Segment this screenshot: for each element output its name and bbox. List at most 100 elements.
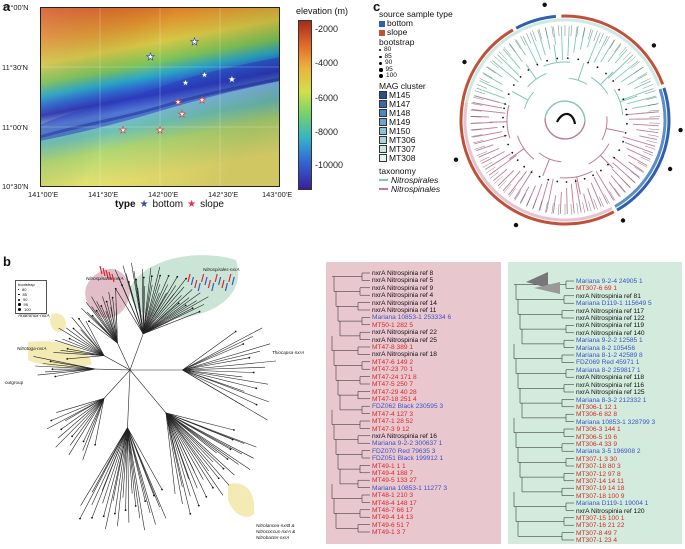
- bootstrap-dot: [112, 297, 114, 299]
- circ-branch: [473, 103, 503, 109]
- bootstrap-dot: [79, 518, 81, 520]
- leaf-label: Mariana 8-2 105456: [576, 345, 655, 352]
- leaf-label: Mariana 8-3-2 212332 1: [576, 397, 655, 404]
- circ-root-arc: [545, 101, 585, 122]
- circ-branch: [482, 152, 505, 164]
- leaf-label-mark: [635, 67, 644, 73]
- mag-swatch: [379, 145, 387, 153]
- bootstrap-dot: [135, 505, 137, 507]
- mag-ring: [465, 103, 612, 220]
- clade-stem: [104, 370, 130, 398]
- leaf-label-mark: [571, 25, 572, 36]
- branch: [84, 398, 105, 441]
- circ-branch: [477, 88, 505, 98]
- source-swatch-slope: [379, 30, 385, 36]
- map-legend-title: type: [115, 199, 136, 210]
- label-nitrospirales: Nitrospirales-nxrA: [203, 267, 240, 272]
- lat-tick-1: 12°00'N: [2, 3, 29, 12]
- taxonomy-line-nitrospirales: [379, 179, 388, 181]
- leaf-label: MT48-4 148 17: [372, 500, 451, 507]
- circ-branch: [476, 145, 493, 151]
- circ-branch: [632, 104, 658, 109]
- bootstrap-dot: [626, 114, 628, 116]
- leaf-label: MT47-8 389 1: [372, 344, 451, 351]
- leaf-label: Mariana 10853-1 253334 6: [372, 314, 451, 321]
- bottom-star-icon: ★: [140, 199, 149, 210]
- circ-branch: [498, 55, 520, 76]
- highlight-dot: [462, 60, 466, 64]
- leaf-label: nxrA Nitrospinia ref 140: [576, 330, 655, 337]
- slope-star-icon: ★: [187, 199, 196, 210]
- circ-internal-arc: [528, 74, 547, 87]
- bootstrap-dot: [143, 277, 145, 279]
- leaf-label-mark: [583, 202, 585, 213]
- bootstrap-dot: [547, 179, 549, 181]
- leaf-label: nxrA Nitrospinia ref 8: [372, 270, 451, 277]
- circ-branch: [611, 175, 625, 192]
- mag-label: MT308: [389, 154, 415, 163]
- leaf-label-mark: [558, 204, 559, 215]
- circ-branch: [554, 45, 557, 63]
- leaf-label: Mariana 8-1-2 42589 8: [576, 352, 655, 359]
- circ-branch: [509, 149, 524, 159]
- lat-tick-2: 11°30'N: [2, 63, 28, 72]
- leaf-label: nxrA Nitrospinia ref 120: [576, 508, 655, 515]
- leaf-label-mark: [577, 203, 579, 214]
- circ-branch: [503, 171, 520, 191]
- leaf-label: FDZ062 Black 230595 3: [372, 403, 451, 410]
- leaf-label: MT307-19 14 18: [576, 485, 655, 492]
- leaf-label: MT47-18 251 4: [372, 396, 451, 403]
- circ-branch: [543, 159, 550, 176]
- bootstrap-dot: [223, 468, 225, 470]
- bootstrap-dot: [503, 108, 505, 110]
- bootstrap-dot: [507, 144, 509, 146]
- bootstrap-dot: [205, 496, 207, 498]
- leaf-label-mark: [509, 43, 515, 52]
- leaf-label: nxrA Nitrospinia ref 116: [576, 382, 655, 389]
- unrooted-tree-svg: [0, 252, 318, 544]
- bootstrap-dot: [227, 458, 229, 460]
- leaf-label-mark: [643, 84, 653, 88]
- leaf-label-mark: [649, 110, 660, 111]
- panel-a-map: ★ ★ ★ ★ ★ ★ ★ ★ ★ ★: [40, 7, 280, 187]
- branch: [128, 428, 156, 525]
- scale-row: 100: [18, 307, 44, 312]
- circ-branch: [600, 155, 613, 168]
- leaf-label: MT307-1 3 30: [576, 456, 655, 463]
- label-outgroup: outgroup: [5, 380, 23, 385]
- leaf-label: nxrA Nitrospinia ref 14: [372, 300, 451, 307]
- circ-branch: [487, 67, 502, 77]
- circ-internal-arc: [614, 90, 622, 115]
- source-ring-slope: [561, 16, 662, 84]
- leaf-label: MT49-4 188 7: [372, 470, 451, 477]
- bootstrap-dot: [60, 428, 62, 430]
- bootstrap-dot: [592, 174, 594, 176]
- bootstrap-dot: [513, 84, 515, 86]
- branch: [183, 370, 257, 388]
- leaf-label: nxrA Nitrospinia ref 122: [576, 315, 655, 322]
- leaf-label-mark: [533, 199, 537, 209]
- highlight-dot: [454, 158, 458, 162]
- bootstrap-dot: [94, 444, 96, 446]
- bootstrap-dot: [151, 275, 153, 277]
- branch: [183, 370, 269, 384]
- bootstrap-dot: [96, 310, 98, 312]
- leaf-label-mark: [545, 27, 547, 38]
- circ-internal-arc: [544, 62, 571, 66]
- circ-branch: [627, 149, 651, 160]
- bootstrap-dot: [168, 275, 170, 277]
- bootstrap-dot: [531, 171, 533, 173]
- bootstrap-dot: [504, 103, 506, 105]
- bootstrap-dot: [253, 372, 255, 374]
- label-nitrotoga: Nitrotoga-nxrA: [17, 346, 47, 351]
- circ-branch: [485, 154, 511, 170]
- leaf-label: nxrA Nitrospinia ref 5: [372, 277, 451, 284]
- leaf-label-mark: [477, 84, 487, 88]
- branch: [183, 370, 257, 405]
- bootstrap-dot: [618, 149, 620, 151]
- circ-branch: [567, 188, 568, 214]
- leaf-label: nxrA Nitrospinia ref 117: [576, 308, 655, 315]
- mag-swatch: [379, 118, 387, 126]
- bootstrap-dot: [159, 275, 161, 277]
